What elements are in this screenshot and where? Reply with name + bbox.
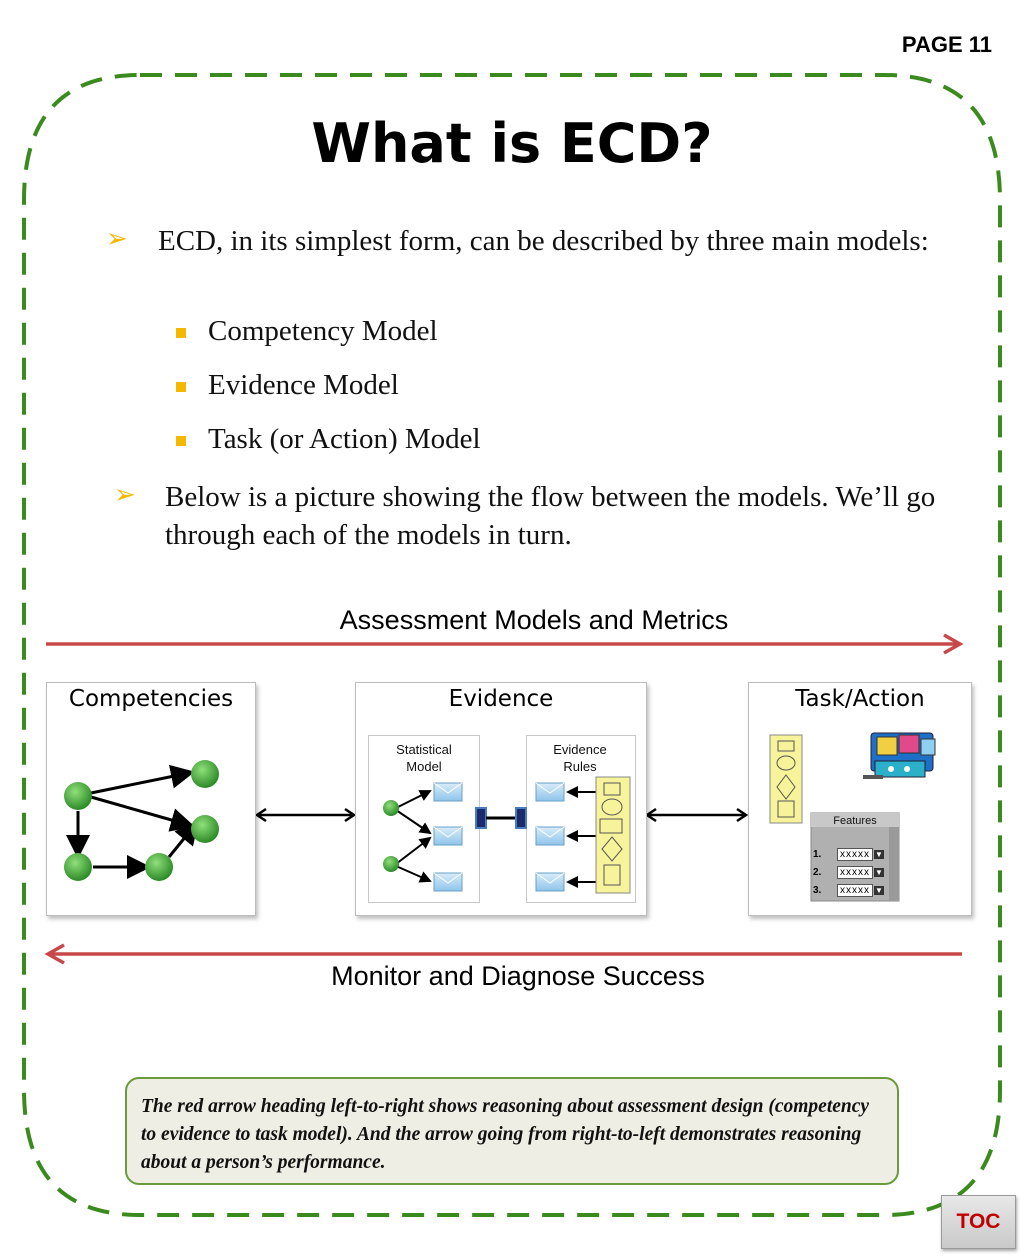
features-title: Features [833,815,877,827]
chevron-down-icon: ▼ [874,849,884,859]
evidence-rules-label: Evidence Rules [553,742,607,774]
explanation-note-text: The red arrow heading left-to-right show… [141,1096,870,1173]
page-title: What is ECD? [311,112,713,175]
competency-node [145,853,173,881]
page-number: PAGE 11 [901,32,992,57]
evidence-heading: Evidence [448,686,554,712]
envelope-icon [433,826,463,846]
top-arrow-label: Assessment Models and Metrics [339,605,729,635]
feature-row: 1. xxxxx ▼ [813,847,884,861]
competency-node [64,782,92,810]
competency-node [191,760,219,788]
competency-node [64,853,92,881]
task-action-heading: Task/Action [795,686,925,712]
arrow-bullet-icon: ➢ [106,224,128,254]
left-red-arrow [44,943,962,965]
feature-row: 2. xxxxx ▼ [813,865,884,879]
square-bullet-icon [176,436,186,446]
envelope-icon [535,782,565,802]
evidence-panel: Evidence Statistical Model Evidence Rule… [355,682,647,916]
connector-icon [475,807,527,829]
flowchart-document-icon [769,734,803,824]
bottom-arrow-label: Monitor and Diagnose Success [331,961,705,991]
chevron-down-icon: ▼ [874,867,884,877]
feature-select[interactable]: xxxxx [837,865,873,879]
envelope-icon [433,872,463,892]
envelope-icon [433,782,463,802]
model-item: Evidence Model [208,369,399,401]
square-bullet-icon [176,328,186,338]
flowchart-document-icon [595,776,631,894]
feature-select[interactable]: xxxxx [837,847,873,861]
statistical-model-label: Statistical Model [396,742,452,774]
intro-bullet-text: ECD, in its simplest form, can be descri… [158,225,929,257]
right-red-arrow [46,633,964,655]
feature-select[interactable]: xxxxx [837,883,873,897]
double-arrow-competency-evidence [254,807,357,823]
model-item: Task (or Action) Model [208,423,481,455]
competencies-panel: Competencies [46,682,256,916]
envelope-icon [535,872,565,892]
model-item: Competency Model [208,315,438,347]
square-bullet-icon [176,382,186,392]
competency-network-graph [64,760,219,881]
envelope-icon [535,826,565,846]
double-arrow-evidence-task [644,807,749,823]
computer-clipart-icon [863,732,936,779]
chevron-down-icon: ▼ [874,885,884,895]
evidence-diagram [383,776,631,894]
toc-button[interactable]: TOC [941,1195,1016,1249]
explanation-note-box: The red arrow heading left-to-right show… [125,1077,899,1185]
flow-arrows [44,633,964,965]
competency-node [191,815,219,843]
competencies-heading: Competencies [68,686,234,712]
second-bullet-text: Below is a picture showing the flow betw… [165,481,936,551]
arrow-bullet-icon: ➢ [114,480,136,510]
feature-row: 3. xxxxx ▼ [813,883,884,897]
features-list: 1. xxxxx ▼ 2. xxxxx ▼ 3. xxxxx ▼ [813,845,893,899]
task-action-panel: Task/Action Features 1. xxxxx [748,682,972,916]
